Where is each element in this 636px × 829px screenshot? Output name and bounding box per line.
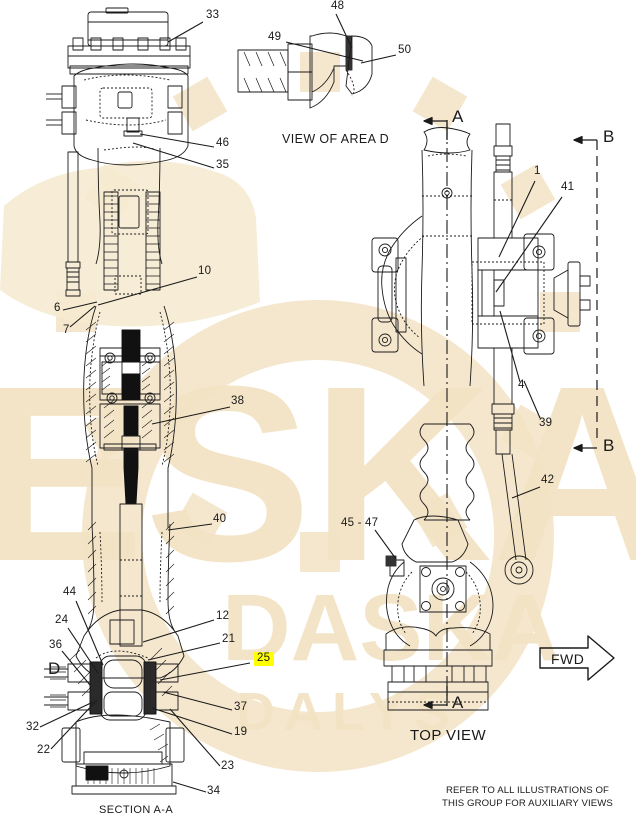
callout-38[interactable]: 38 [231, 395, 245, 407]
callout-44[interactable]: 44 [63, 586, 77, 598]
callout-40[interactable]: 40 [213, 513, 227, 525]
callout-10[interactable]: 10 [198, 265, 212, 277]
callout-4[interactable]: 4 [518, 379, 525, 391]
callout-1[interactable]: 1 [534, 165, 541, 177]
callout-34[interactable]: 34 [207, 785, 221, 797]
callout-21[interactable]: 21 [222, 633, 236, 645]
callout-45-47[interactable]: 45 - 47 [341, 517, 379, 529]
callout-46[interactable]: 46 [216, 137, 230, 149]
area-mark-d: D [48, 659, 61, 678]
callout-24[interactable]: 24 [55, 614, 69, 626]
callout-23[interactable]: 23 [221, 760, 235, 772]
callout-50[interactable]: 50 [398, 44, 412, 56]
callout-12[interactable]: 12 [216, 610, 230, 622]
section-mark-a-top: A [452, 107, 464, 126]
footer-note-line2: THIS GROUP FOR AUXILIARY VIEWS [442, 798, 613, 809]
callout-35[interactable]: 35 [216, 159, 230, 171]
fwd-label: FWD [551, 651, 585, 667]
callout-19[interactable]: 19 [234, 726, 248, 738]
caption-top-view: TOP VIEW [410, 727, 486, 744]
callout-33[interactable]: 33 [206, 9, 220, 21]
callout-37[interactable]: 37 [234, 701, 248, 713]
callout-32[interactable]: 32 [26, 721, 40, 733]
callout-36[interactable]: 36 [49, 639, 63, 651]
callout-42[interactable]: 42 [541, 474, 555, 486]
footer-note-line1: REFER TO ALL ILLUSTRATIONS OF [446, 785, 610, 796]
callout-49[interactable]: 49 [268, 31, 282, 43]
section-mark-b-bottom: B [603, 436, 615, 455]
caption-section-aa: SECTION A-A [99, 804, 174, 816]
section-mark-b-top: B [603, 127, 615, 146]
callout-41[interactable]: 41 [561, 181, 575, 193]
section-mark-a-bottom: A [452, 693, 464, 712]
callout-48[interactable]: 48 [331, 0, 345, 12]
callout-6[interactable]: 6 [54, 302, 61, 314]
callout-39[interactable]: 39 [539, 417, 553, 429]
callout-7[interactable]: 7 [63, 324, 70, 336]
caption-view-of-area-d: VIEW OF AREA D [282, 132, 390, 146]
callout-22[interactable]: 22 [37, 744, 51, 756]
callout-25-highlighted[interactable]: 25 [254, 652, 275, 666]
